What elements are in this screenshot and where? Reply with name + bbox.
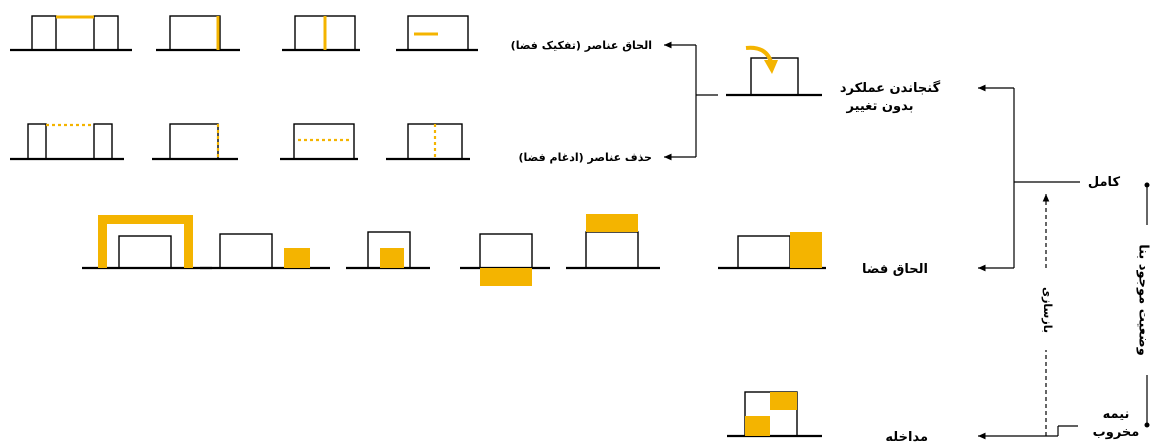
remove-elements-label: حذف عناصر (ادغام فضا) [518, 151, 652, 164]
add-space-main-icon [718, 232, 826, 270]
semi-ruined-connector [978, 425, 1078, 440]
curved-arrow-icon [745, 45, 773, 63]
root-dot-top [1144, 182, 1150, 188]
add-element-icon-3 [156, 15, 240, 52]
add-space-label: الحاق فضا [862, 262, 928, 277]
semi-ruined-label-line1: نیمه [1103, 407, 1130, 422]
remove-element-icon-2 [280, 123, 358, 161]
complete-label: کامل [1088, 175, 1121, 190]
intervention-icon [727, 391, 822, 438]
add-element-icon-1 [396, 15, 478, 52]
fit-label-line2: بدون تغییر [845, 99, 913, 114]
restoration-branch: بازسازی [1038, 194, 1054, 436]
root-branch: وضعیت موجود بنا [1136, 182, 1152, 428]
intervention-label: مداخله [885, 430, 928, 445]
root-label: وضعیت موجود بنا [1136, 244, 1151, 356]
complete-connector [978, 84, 1080, 272]
remove-element-icon-4 [10, 123, 124, 161]
add-elements-label: الحاق عناصر (تفکیک فضا) [511, 39, 652, 52]
remove-element-icon-1 [386, 123, 470, 161]
semi-ruined-label-line2: مخروب [1093, 425, 1140, 440]
add-space-icon-top [566, 214, 660, 270]
add-element-icon-4 [10, 15, 132, 52]
root-dot-bottom [1144, 422, 1150, 428]
add-space-icon-below [460, 233, 550, 286]
remove-element-icon-3 [152, 123, 238, 161]
add-space-icon-wrap [82, 215, 212, 270]
add-space-icon-side [200, 233, 330, 270]
add-space-icon-inner [346, 231, 430, 270]
fit-label-line1: گنجاندن عملکرد [840, 80, 941, 96]
restoration-label: بازسازی [1041, 287, 1054, 333]
elements-bracket [664, 41, 718, 161]
fit-without-change-icon [726, 45, 822, 97]
add-element-icon-2 [282, 15, 360, 52]
